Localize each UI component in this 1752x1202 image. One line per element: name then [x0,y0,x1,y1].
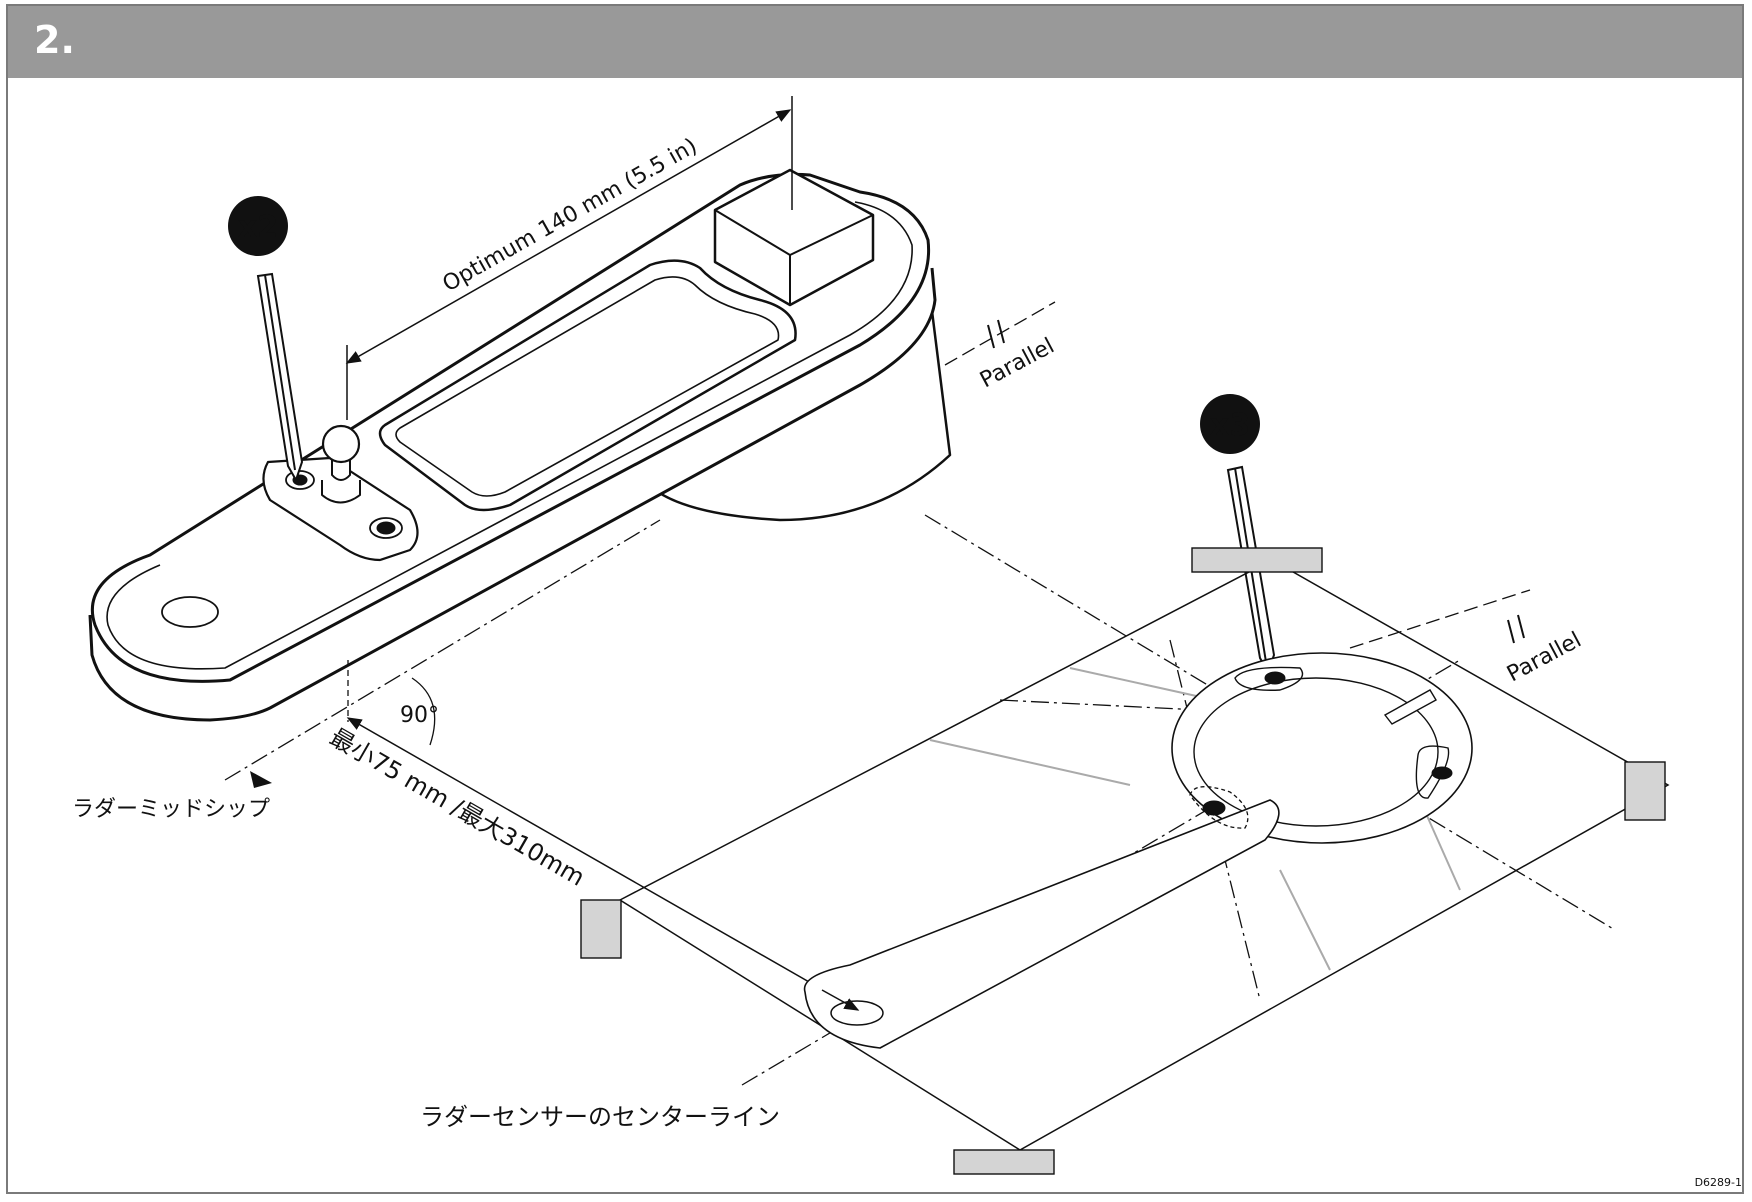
rudder-midship-label: ラダーミッドシップ [72,797,270,822]
step-number: 2. [34,18,75,62]
badge-x3-label: x3 [1210,408,1250,443]
optimum-dimension [345,96,793,420]
range-dimension [346,717,860,1011]
pencil-left [256,272,304,483]
parallel-right-label: Parallel [1503,628,1586,688]
badge-x2-label: x2 [238,210,278,245]
parallel-right-marker [1507,614,1525,644]
sensor-centerline-label: ラダーセンサーのセンターライン [420,1103,780,1131]
badge-x3 [1200,394,1260,454]
header-bar: 2. [6,4,1744,78]
rudder-midship-arrow [250,771,272,788]
badge-x2 [228,196,288,256]
parallel-top-label: Parallel [976,334,1059,394]
figure-id: D6289-1 [1695,1176,1742,1189]
parallel-top-marker [944,301,1056,366]
angle-label: 90° [400,703,439,728]
range-label: 最小75 mm /最大310mm [325,723,589,892]
support-blocks [580,547,1666,1175]
sensor-footprint [618,559,1670,1151]
figure-frame [6,4,1744,1194]
